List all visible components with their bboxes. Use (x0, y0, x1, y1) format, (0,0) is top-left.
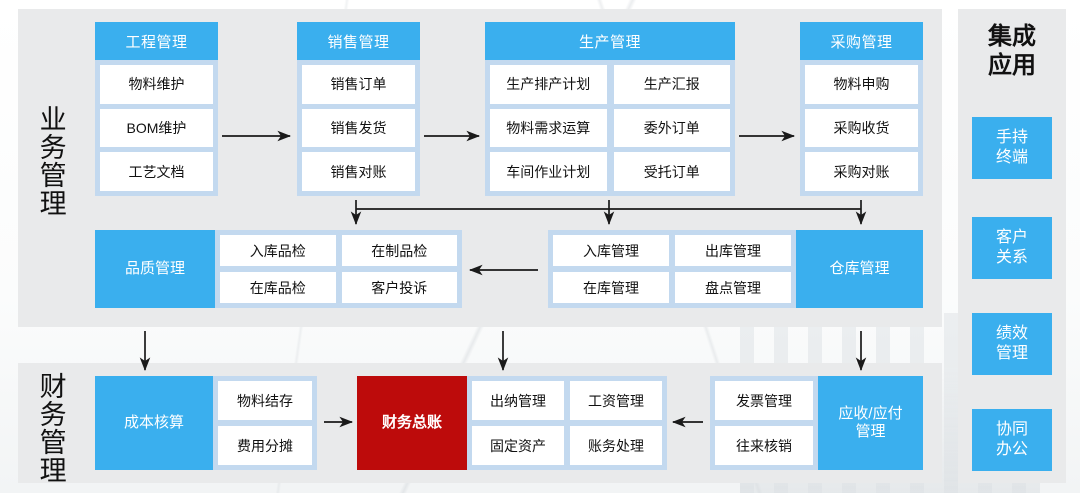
integration-app-handheld-terminal[interactable]: 手持 终端 (972, 117, 1052, 179)
module-purchasing[interactable]: 采购管理 物料申购 采购收货 采购对账 (800, 22, 923, 196)
module-item[interactable]: 车间作业计划 (490, 152, 607, 192)
module-item[interactable]: 生产汇报 (613, 65, 730, 104)
module-production[interactable]: 生产管理 生产排产计划 生产汇报 物料需求运算 委外订单 车间作业计划 受托订单 (485, 22, 735, 196)
finance-section-label: 财务管理 (35, 372, 66, 484)
module-general-ledger[interactable]: 财务总账 出纳管理 工资管理 固定资产 账务处理 (357, 376, 667, 470)
module-item[interactable]: 生产排产计划 (490, 65, 607, 104)
business-section-label: 业务管理 (35, 105, 66, 217)
module-cost-accounting-title: 成本核算 (95, 376, 213, 470)
module-item[interactable]: 物料结存 (218, 381, 312, 420)
module-production-title: 生产管理 (485, 22, 735, 60)
module-item[interactable]: 盘点管理 (675, 272, 791, 303)
module-item[interactable]: 采购收货 (805, 108, 918, 148)
module-item[interactable]: 发票管理 (715, 381, 813, 420)
module-item[interactable]: 往来核销 (715, 426, 813, 465)
integration-section-title: 集成 应用 (988, 23, 1036, 80)
module-sales[interactable]: 销售管理 销售订单 销售发货 销售对账 (297, 22, 420, 196)
module-engineering-title: 工程管理 (95, 22, 218, 60)
module-purchasing-title: 采购管理 (800, 22, 923, 60)
module-warehouse[interactable]: 仓库管理 入库管理 出库管理 在库管理 盘点管理 (548, 230, 923, 308)
module-receivable-payable-title: 应收/应付 管理 (818, 376, 923, 470)
module-item[interactable]: 出纳管理 (472, 381, 564, 420)
integration-app-collaborative-office[interactable]: 协同 办公 (972, 409, 1052, 471)
module-item[interactable]: 受托订单 (613, 152, 730, 192)
module-item[interactable]: 在库管理 (553, 272, 669, 303)
integration-app-performance-management[interactable]: 绩效 管理 (972, 313, 1052, 375)
module-item[interactable]: 在制品检 (341, 235, 457, 266)
module-item[interactable]: 入库管理 (553, 235, 669, 266)
integration-app-customer-relations[interactable]: 客户 关系 (972, 217, 1052, 279)
module-sales-title: 销售管理 (297, 22, 420, 60)
module-item[interactable]: 在库品检 (220, 272, 336, 303)
module-item[interactable]: 费用分摊 (218, 426, 312, 465)
module-item[interactable]: 物料维护 (100, 65, 213, 104)
module-item[interactable]: 工资管理 (570, 381, 662, 420)
module-item[interactable]: 销售订单 (302, 65, 415, 104)
module-item[interactable]: 固定资产 (472, 426, 564, 465)
module-quality[interactable]: 品质管理 入库品检 在制品检 在库品检 客户投诉 (95, 230, 462, 308)
module-quality-title: 品质管理 (95, 230, 215, 308)
module-item[interactable]: BOM维护 (100, 108, 213, 148)
module-item[interactable]: 工艺文档 (100, 152, 213, 192)
module-cost-accounting[interactable]: 成本核算 物料结存 费用分摊 (95, 376, 317, 470)
module-item[interactable]: 入库品检 (220, 235, 336, 266)
module-item[interactable]: 销售对账 (302, 152, 415, 192)
module-item[interactable]: 账务处理 (570, 426, 662, 465)
module-engineering[interactable]: 工程管理 物料维护 BOM维护 工艺文档 (95, 22, 218, 196)
module-general-ledger-title: 财务总账 (357, 376, 467, 470)
module-item[interactable]: 委外订单 (613, 108, 730, 148)
module-item[interactable]: 物料需求运算 (490, 108, 607, 148)
module-item[interactable]: 销售发货 (302, 108, 415, 148)
module-item[interactable]: 物料申购 (805, 65, 918, 104)
module-item[interactable]: 客户投诉 (341, 272, 457, 303)
module-receivable-payable[interactable]: 应收/应付 管理 发票管理 往来核销 (710, 376, 923, 470)
module-warehouse-title: 仓库管理 (796, 230, 923, 308)
module-item[interactable]: 出库管理 (675, 235, 791, 266)
module-item[interactable]: 采购对账 (805, 152, 918, 192)
